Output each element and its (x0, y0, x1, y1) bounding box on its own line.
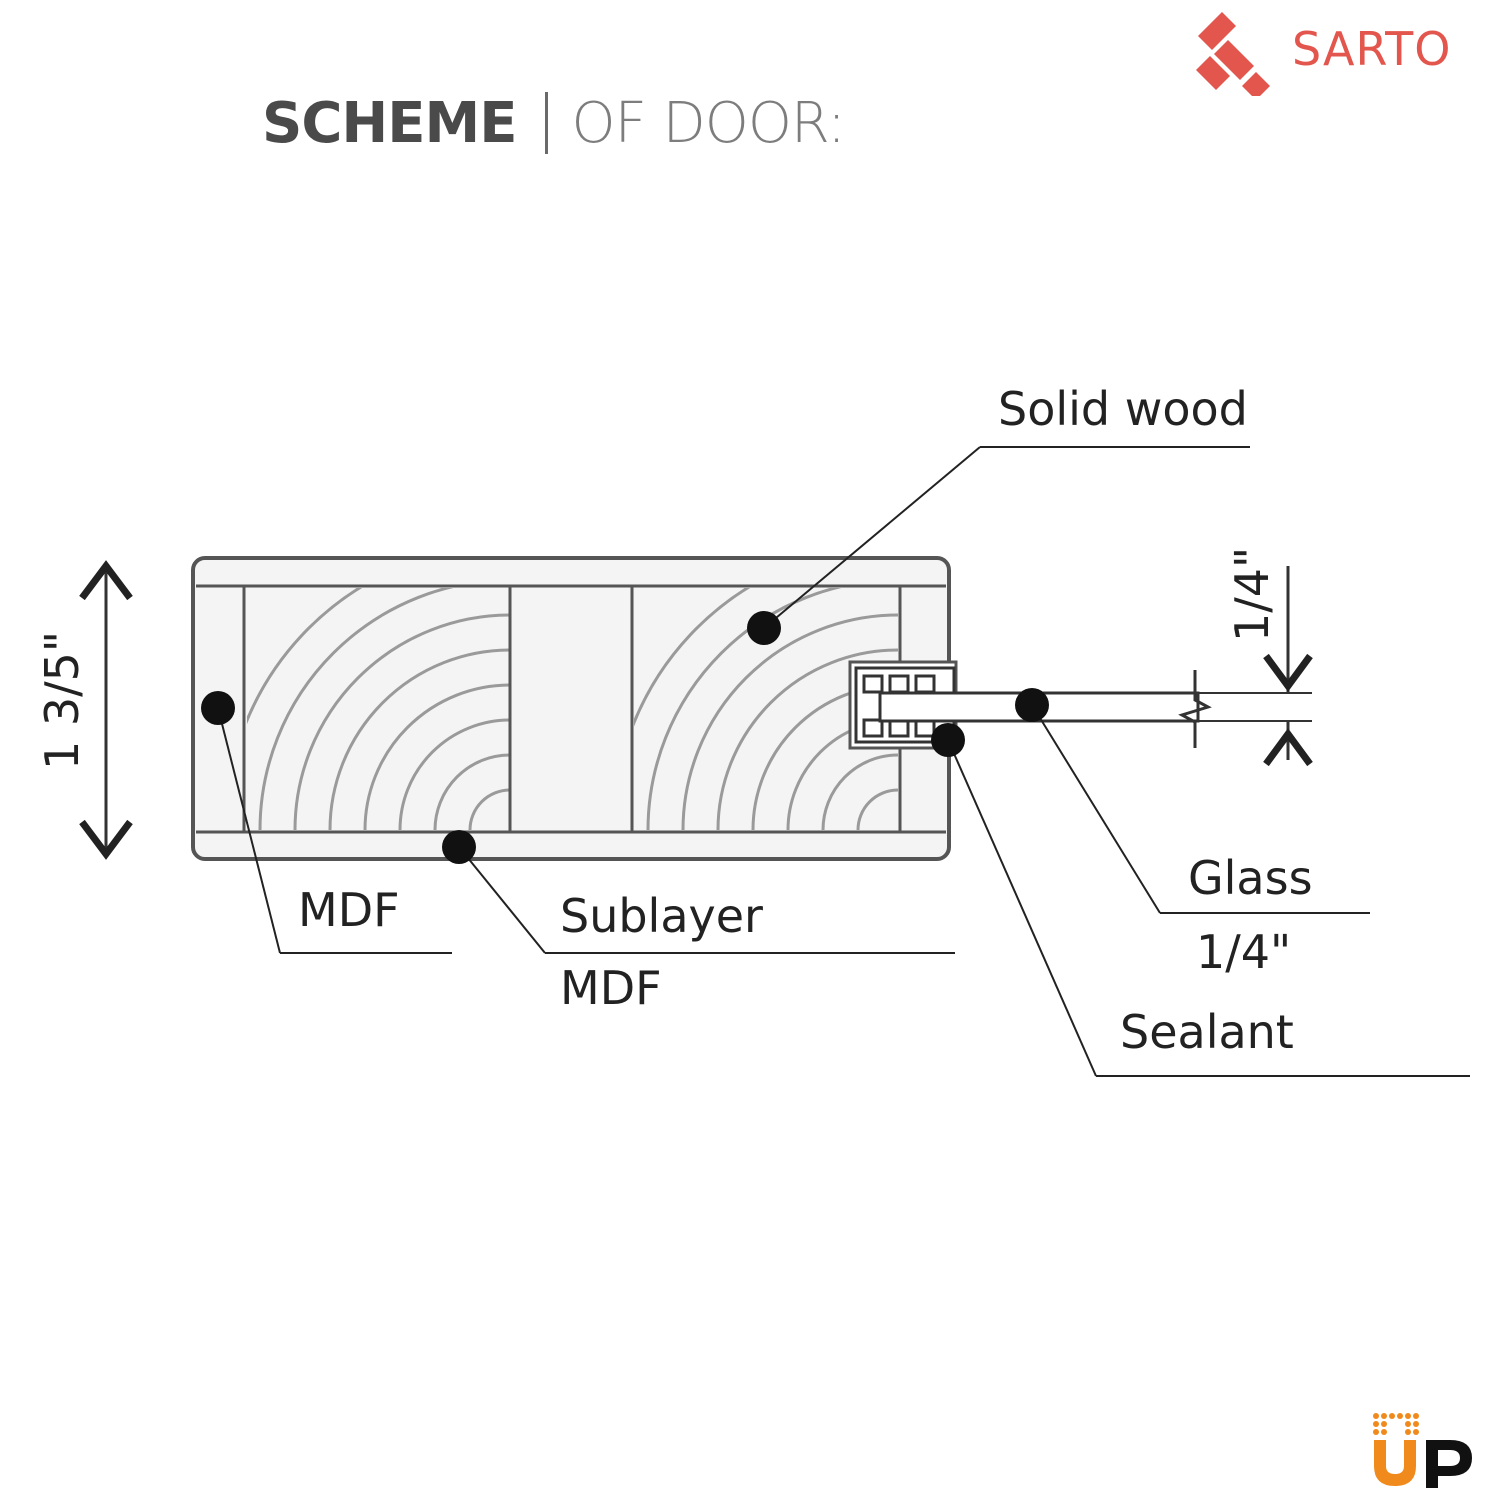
up-logo-icon (1373, 1413, 1472, 1488)
label-sealant: Sealant (1120, 1005, 1294, 1059)
label-sublayer-mdf: MDF (560, 961, 662, 1015)
label-glass-thickness: 1/4" (1196, 925, 1291, 979)
marker-sealant (931, 723, 965, 757)
page-title: SCHEME OF DOOR: (262, 91, 846, 156)
door-outer-frame (191, 556, 951, 861)
label-solid-wood: Solid wood (998, 382, 1248, 436)
label-sublayer: Sublayer (560, 889, 763, 943)
title-bold: SCHEME (262, 91, 518, 156)
door-dim-arrow-down (79, 819, 133, 860)
label-glass: Glass (1188, 851, 1313, 905)
brand-name: SARTO (1292, 22, 1452, 76)
sarto-logo-icon (1196, 12, 1270, 96)
door-dim-arrow-up (79, 560, 133, 601)
marker-solid-wood (747, 611, 781, 645)
leader-sublayer (458, 846, 546, 954)
door-thickness-label: 1 3/5" (35, 631, 89, 770)
title-rest: OF DOOR: (571, 91, 846, 156)
leader-mdf (217, 707, 281, 954)
label-mdf: MDF (298, 883, 400, 937)
glass-dim-arrow-down (1263, 653, 1313, 692)
glass-dim-arrow-up (1263, 728, 1313, 767)
leader-sealant (947, 739, 1097, 1077)
glass-break-mark (1178, 670, 1212, 748)
leader-solid-wood (763, 446, 981, 629)
title-separator (544, 92, 548, 154)
marker-mdf (201, 691, 235, 725)
marker-glass (1015, 688, 1049, 722)
marker-sublayer (442, 830, 476, 864)
glass-dimension-label: 1/4" (1225, 547, 1279, 642)
leader-glass (1031, 704, 1161, 914)
